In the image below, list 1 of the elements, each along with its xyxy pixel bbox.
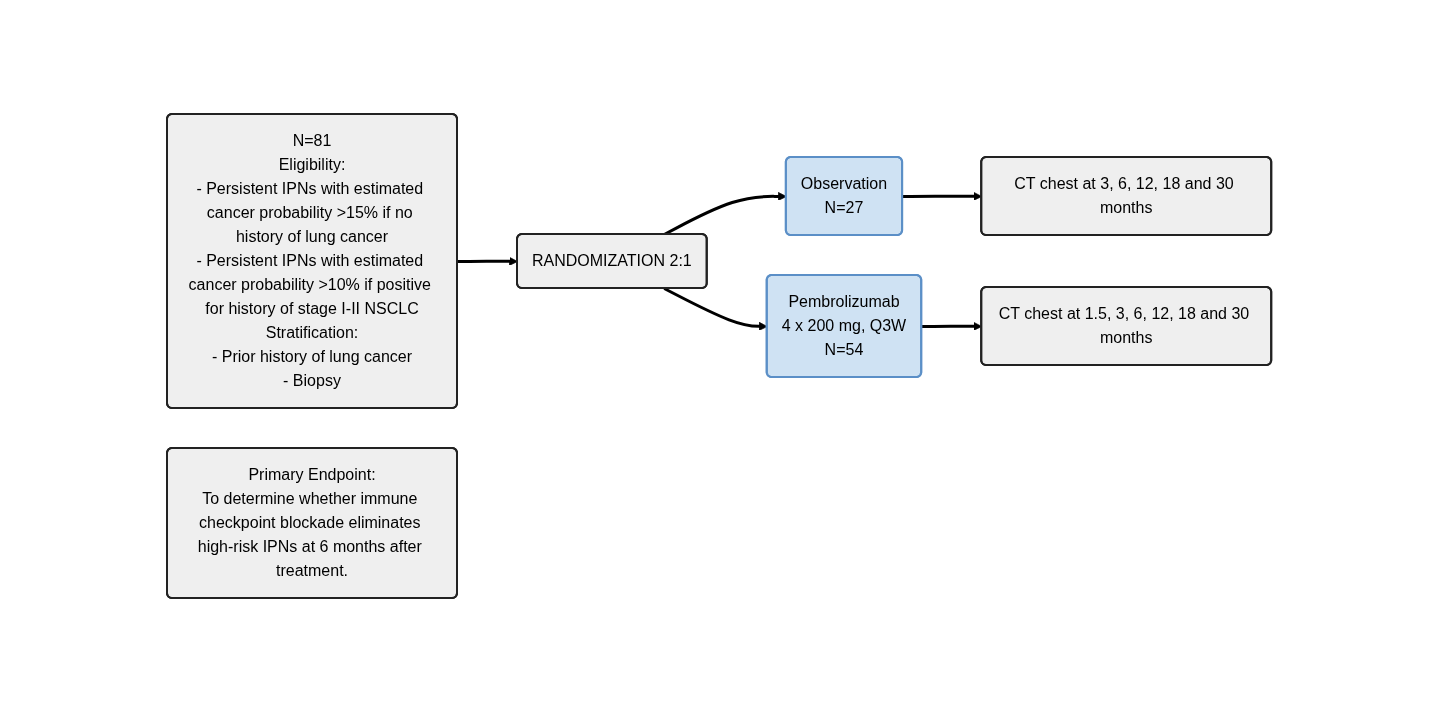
arrow: [663, 287, 768, 331]
